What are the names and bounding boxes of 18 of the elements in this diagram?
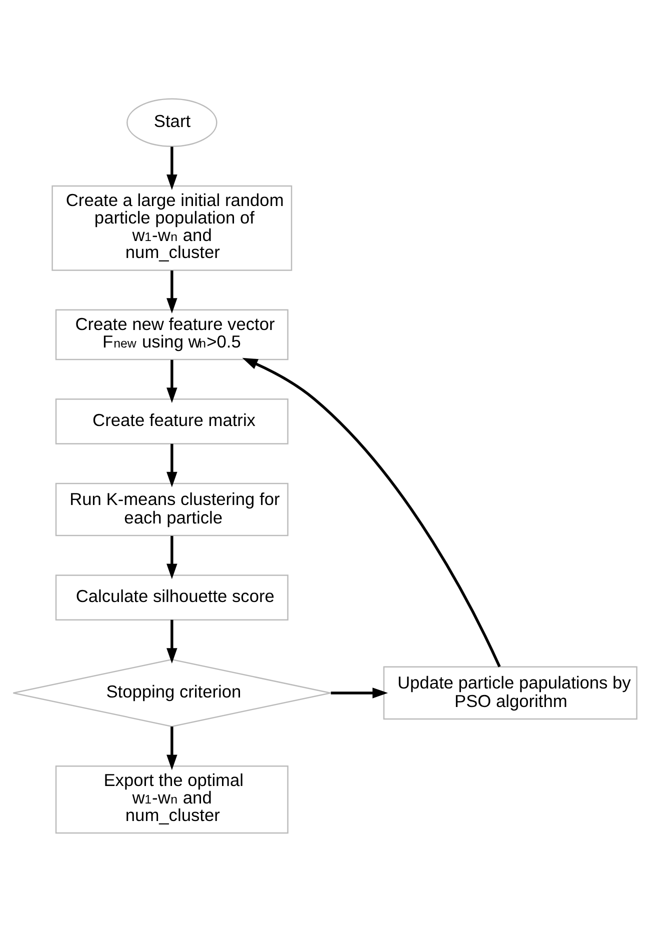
node-box: Create new feature vector Fnew using wn>0.5 bbox=[55, 309, 288, 360]
arrow bbox=[166, 536, 178, 580]
arrow bbox=[166, 360, 178, 403]
node-box: Update particle papulations by PSO algorithm bbox=[383, 666, 638, 720]
arrow bbox=[330, 688, 388, 698]
arrow bbox=[166, 270, 178, 314]
node-ellipse: Start bbox=[126, 98, 218, 148]
arrow bbox=[166, 620, 178, 664]
node-diamond: Stopping criterion bbox=[12, 658, 332, 728]
arrow bbox=[242, 358, 501, 668]
node-box: Export the optimal w1-wn and num_cluster bbox=[55, 765, 288, 834]
arrow bbox=[166, 726, 178, 770]
node-box: Create a large initial random particle population of w1-wn and num_cluster bbox=[52, 185, 292, 271]
node-box: Create feature matrix bbox=[55, 398, 288, 444]
arrow bbox=[166, 444, 178, 488]
arrow bbox=[166, 146, 178, 190]
node-box: Run K-means clustering for each particle bbox=[55, 482, 288, 536]
node-box: Calculate silhouette score bbox=[55, 574, 288, 620]
